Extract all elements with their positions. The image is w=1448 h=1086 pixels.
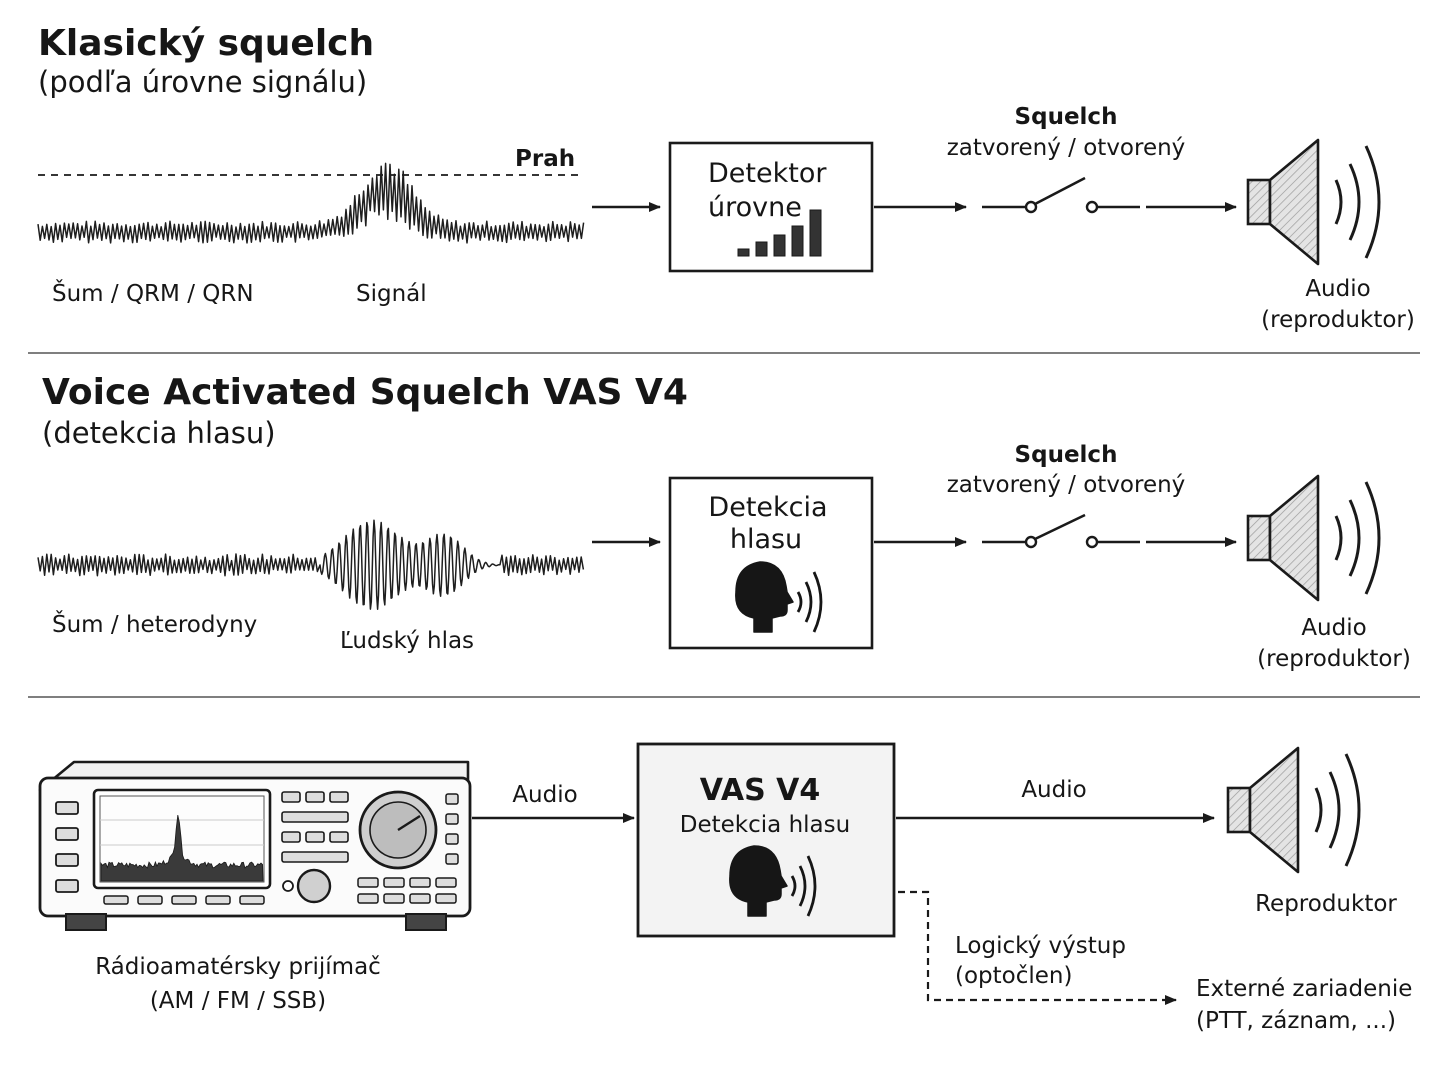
squelch-state-1: zatvorený / otvorený bbox=[947, 135, 1186, 161]
voice-detector-line2: hlasu bbox=[730, 524, 802, 555]
vas-module-title: VAS V4 bbox=[700, 773, 821, 808]
human-voice-label: Ľudský hlas bbox=[340, 628, 474, 654]
switch-icon bbox=[982, 176, 1140, 214]
section1-title: Klasický squelch bbox=[38, 23, 374, 64]
speaker-icon bbox=[1246, 138, 1381, 266]
optocoupler-label: (optočlen) bbox=[955, 963, 1072, 989]
level-bar bbox=[737, 248, 750, 257]
level-detector-box bbox=[668, 141, 874, 273]
audio-sub-label-1: (reproduktor) bbox=[1261, 307, 1415, 333]
speaker-label: Reproduktor bbox=[1255, 891, 1397, 917]
logic-output-label: Logický výstup bbox=[955, 933, 1126, 959]
logic-output-line bbox=[898, 890, 1177, 1005]
signal-bars-icon bbox=[737, 209, 822, 257]
signal-waveform bbox=[37, 162, 585, 244]
receiver-modes-label: (AM / FM / SSB) bbox=[150, 988, 326, 1014]
squelch-state-2: zatvorený / otvorený bbox=[947, 472, 1186, 498]
audio-sub-label-2: (reproduktor) bbox=[1257, 646, 1411, 672]
vas-module-subtitle: Detekcia hlasu bbox=[680, 812, 850, 838]
level-bar bbox=[791, 225, 804, 257]
audio-label-2: Audio bbox=[1301, 615, 1366, 641]
signal-label: Signál bbox=[356, 281, 427, 307]
speaker-icon bbox=[1226, 746, 1361, 874]
section1-subtitle: (podľa úrovne signálu) bbox=[38, 65, 367, 99]
voice-waveform bbox=[37, 519, 585, 610]
external-device-sub-label: (PTT, záznam, ...) bbox=[1196, 1008, 1396, 1034]
receiver-label: Rádioamatérsky prijímač bbox=[95, 954, 381, 980]
audio-label-1: Audio bbox=[1305, 276, 1370, 302]
level-detector-line1: Detektor bbox=[708, 158, 827, 189]
noise-label: Šum / QRM / QRN bbox=[52, 279, 254, 307]
noise-heterodyne-label: Šum / heterodyny bbox=[52, 610, 257, 638]
squelch-label-2: Squelch bbox=[1015, 442, 1118, 468]
section2-title: Voice Activated Squelch VAS V4 bbox=[42, 372, 688, 413]
threshold-label: Prah bbox=[515, 146, 575, 172]
level-bar bbox=[755, 241, 768, 257]
audio-in-label: Audio bbox=[512, 782, 577, 808]
level-bar bbox=[773, 234, 786, 257]
section2-subtitle: (detekcia hlasu) bbox=[42, 416, 276, 450]
level-detector-line2: úrovne bbox=[708, 192, 802, 223]
external-device-label: Externé zariadenie bbox=[1196, 976, 1412, 1002]
level-bar bbox=[809, 209, 822, 257]
audio-out-label: Audio bbox=[1021, 777, 1086, 803]
radio-receiver-icon bbox=[38, 760, 472, 931]
squelch-label-1: Squelch bbox=[1015, 104, 1118, 130]
speaker-icon bbox=[1246, 474, 1381, 602]
switch-icon bbox=[982, 513, 1140, 549]
voice-detector-line1: Detekcia bbox=[708, 492, 827, 523]
